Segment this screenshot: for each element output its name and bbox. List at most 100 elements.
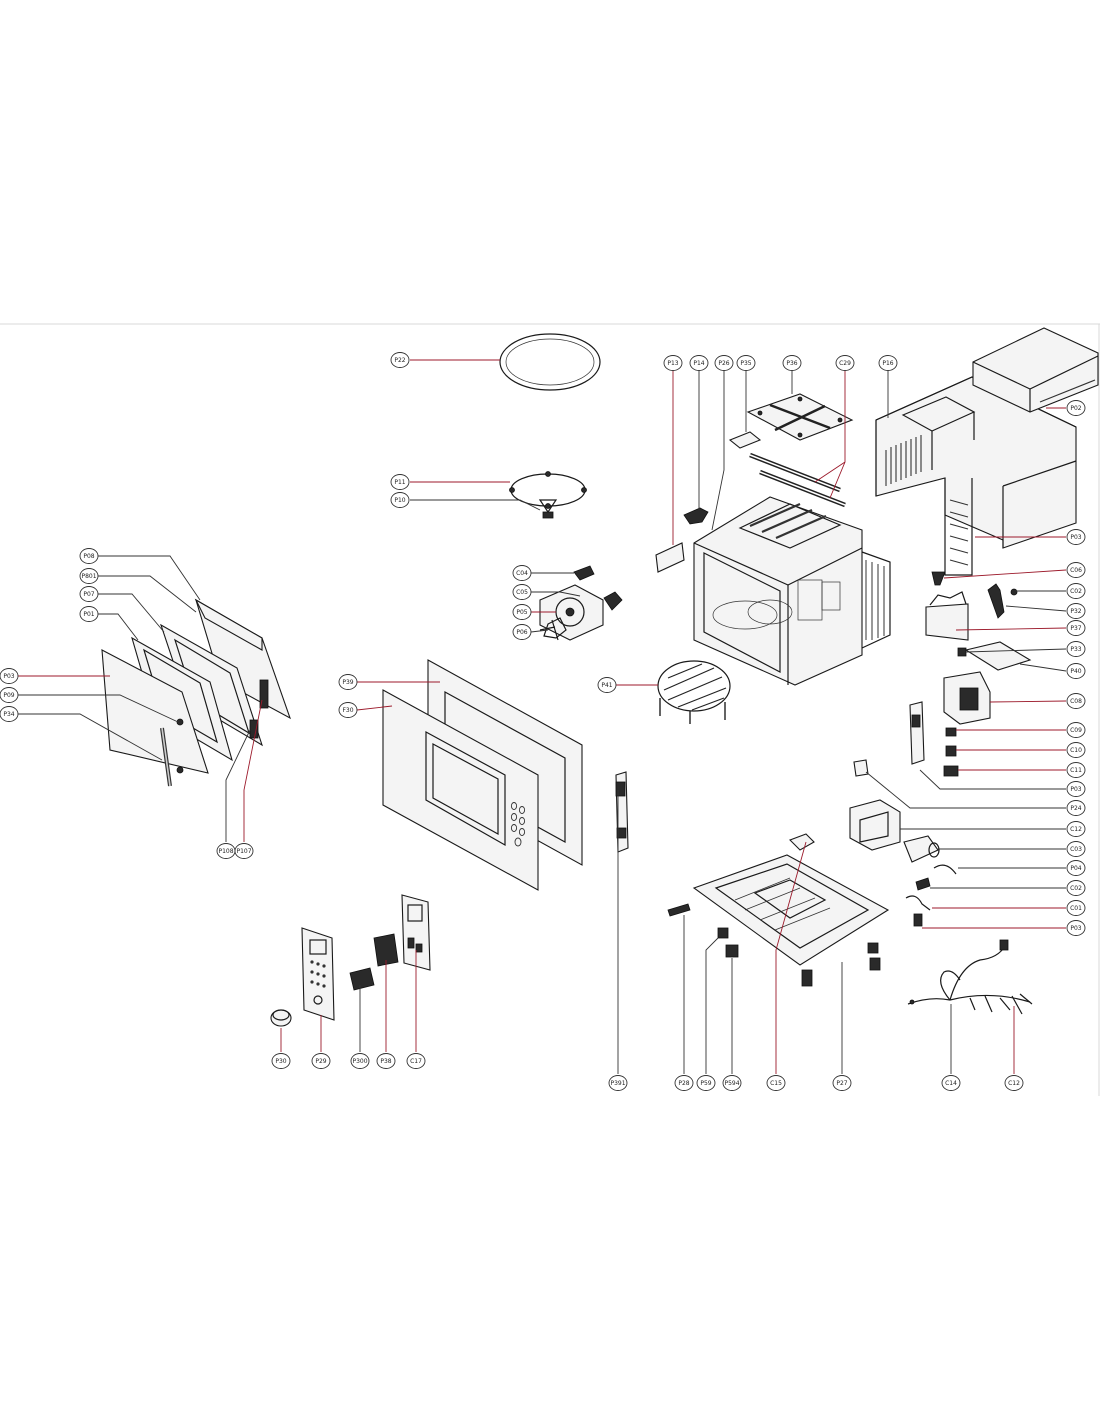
callout-bubble — [608, 1075, 628, 1091]
heater-tubes-part — [749, 452, 846, 508]
callout-text: P801 — [81, 573, 96, 580]
callout-c05: C05 — [512, 584, 532, 600]
callout-p35: P35 — [736, 355, 756, 371]
callout-bubble — [79, 568, 99, 584]
callout-text: P01 — [83, 611, 94, 618]
front-frame-part — [382, 659, 583, 891]
callout-text: C15 — [770, 1080, 782, 1087]
door-assembly-part — [101, 598, 291, 787]
callout-text: P300 — [352, 1058, 367, 1065]
callout-text: P27 — [836, 1080, 847, 1087]
oven-cavity-part — [693, 496, 891, 686]
callout-p108: P108 — [216, 843, 236, 859]
callout-text: P39 — [342, 679, 353, 686]
callout-p59: P59 — [696, 1075, 716, 1091]
callout-text: C02 — [1070, 885, 1082, 892]
callout-c08: C08 — [1066, 693, 1086, 709]
callout-text: P28 — [678, 1080, 689, 1087]
callout-p13: P13 — [663, 355, 683, 371]
callout-text: P36 — [786, 360, 797, 367]
callout-c10: C10 — [1066, 742, 1086, 758]
callout-bubble — [0, 668, 19, 684]
callout-p14: P14 — [689, 355, 709, 371]
callout-text: P07 — [83, 591, 94, 598]
callout-bubble — [1066, 663, 1086, 679]
callout-text: C06 — [1070, 567, 1082, 574]
callout-c06: C06 — [1066, 562, 1086, 578]
callout-p03-right: P03 — [1066, 529, 1086, 545]
callout-text: C29 — [839, 360, 851, 367]
callout-bubble — [1066, 641, 1086, 657]
callout-text: P03 — [3, 673, 14, 680]
callout-text: P34 — [3, 711, 14, 718]
callout-p34: P34 — [0, 706, 19, 722]
callout-bubble — [696, 1075, 716, 1091]
feet-part — [717, 927, 881, 987]
callout-bubble — [512, 604, 532, 620]
callout-bubble — [722, 1075, 742, 1091]
control-box-part — [972, 327, 1099, 413]
callout-text: P10 — [394, 497, 405, 504]
callout-p07: P07 — [79, 586, 99, 602]
callout-bubble — [79, 548, 99, 564]
callout-text: P32 — [1070, 608, 1081, 615]
callout-text: P594 — [724, 1080, 739, 1087]
callout-bubble — [832, 1075, 852, 1091]
callout-bubble — [512, 624, 532, 640]
callout-p300: P300 — [350, 1053, 370, 1069]
callout-p22: P22 — [390, 352, 410, 368]
callout-bubble — [271, 1053, 291, 1069]
callout-c12-right: C12 — [1066, 821, 1086, 837]
callout-text: C10 — [1070, 747, 1082, 754]
pcb-connector-part — [373, 933, 399, 967]
callout-text: F30 — [342, 707, 353, 714]
pcb-board-part — [401, 894, 431, 971]
callout-c04: C04 — [512, 565, 532, 581]
callout-bubble — [1066, 693, 1086, 709]
callout-bubble — [0, 687, 19, 703]
callout-bubble — [1066, 762, 1086, 778]
callout-p41: P41 — [597, 677, 617, 693]
callout-bubble — [1066, 821, 1086, 837]
callout-p801: P801 — [79, 568, 99, 584]
callout-c17: C17 — [406, 1053, 426, 1069]
callout-bubble — [1066, 742, 1086, 758]
callout-text: C11 — [1070, 767, 1082, 774]
callout-bubble — [1066, 583, 1086, 599]
callout-bubble — [1066, 860, 1086, 876]
callout-bubble — [311, 1053, 331, 1069]
callout-p02-top: P02 — [1066, 400, 1086, 416]
callout-p32: P32 — [1066, 603, 1086, 619]
callout-bubble — [338, 702, 358, 718]
callout-text: P26 — [718, 360, 729, 367]
callout-c09: C09 — [1066, 722, 1086, 738]
callout-p30-b: P30 — [271, 1053, 291, 1069]
callout-p16: P16 — [878, 355, 898, 371]
callout-bubble — [1066, 603, 1086, 619]
strip-part — [667, 903, 691, 917]
callout-bubble — [1066, 400, 1086, 416]
callout-text: P06 — [516, 629, 527, 636]
callout-text: P04 — [1070, 865, 1081, 872]
outer-casing-part — [875, 376, 1077, 576]
callout-text: P391 — [610, 1080, 625, 1087]
callout-text: P107 — [236, 848, 251, 855]
callout-p40: P40 — [1066, 663, 1086, 679]
callout-p04: P04 — [1066, 860, 1086, 876]
callout-p37: P37 — [1066, 620, 1086, 636]
callout-text: P29 — [315, 1058, 326, 1065]
callout-bubble — [597, 677, 617, 693]
callout-bubble — [390, 492, 410, 508]
callout-text: P03 — [1070, 925, 1081, 932]
callout-bubble — [1066, 562, 1086, 578]
callout-bubble — [234, 843, 254, 859]
callout-p39: P39 — [338, 674, 358, 690]
callout-text: P22 — [394, 357, 405, 364]
bracket-part — [728, 431, 762, 449]
callout-bubble — [835, 355, 855, 371]
callout-p03-left: P03 — [0, 668, 19, 684]
callout-p29: P29 — [311, 1053, 331, 1069]
callout-text: P37 — [1070, 625, 1081, 632]
callout-bubble — [689, 355, 709, 371]
callout-text: P108 — [218, 848, 233, 855]
